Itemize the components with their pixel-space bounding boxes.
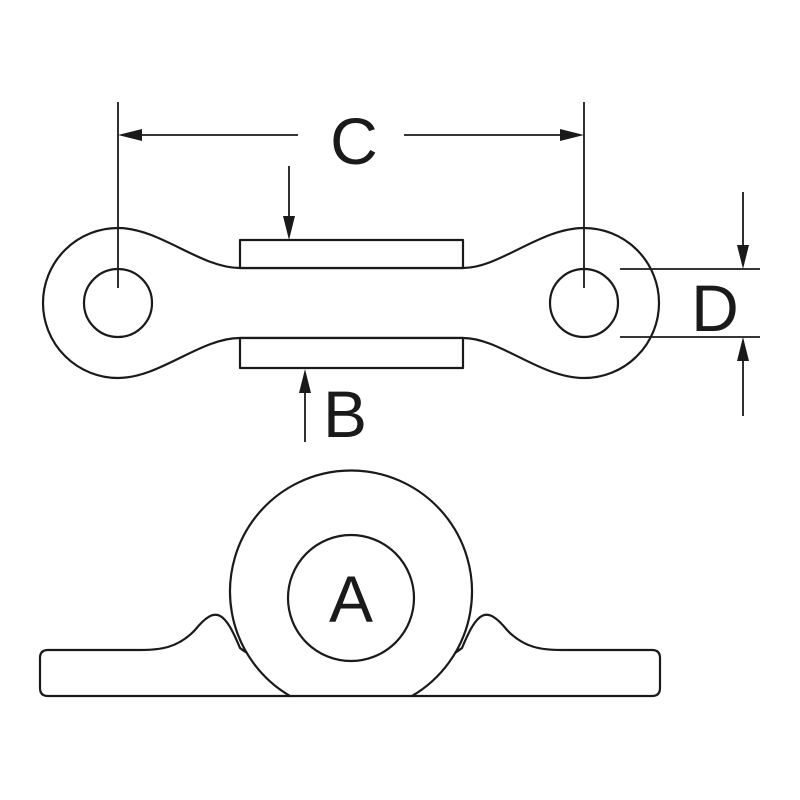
dim-b-top-arrow (283, 216, 295, 240)
label-b: B (323, 377, 367, 451)
dimension-c: C (117, 102, 585, 288)
dimension-b: B (283, 166, 367, 451)
top-view-outline (41, 226, 661, 380)
top-view (41, 226, 661, 380)
label-c: C (330, 104, 378, 178)
dimension-d: D (620, 192, 760, 416)
bail-bottom-rect (238, 336, 465, 370)
side-view: A (38, 469, 662, 698)
dim-d-top-arrow (737, 245, 749, 269)
bail-top-rect (238, 238, 465, 270)
label-d: D (691, 271, 739, 345)
dim-b-bottom-arrow (299, 369, 311, 393)
eye-inner-circle (286, 533, 416, 663)
dim-d-bottom-arrow (737, 337, 749, 361)
label-a: A (329, 562, 373, 636)
dim-c-left-arrow (118, 129, 142, 141)
dim-c-right-arrow (560, 129, 584, 141)
